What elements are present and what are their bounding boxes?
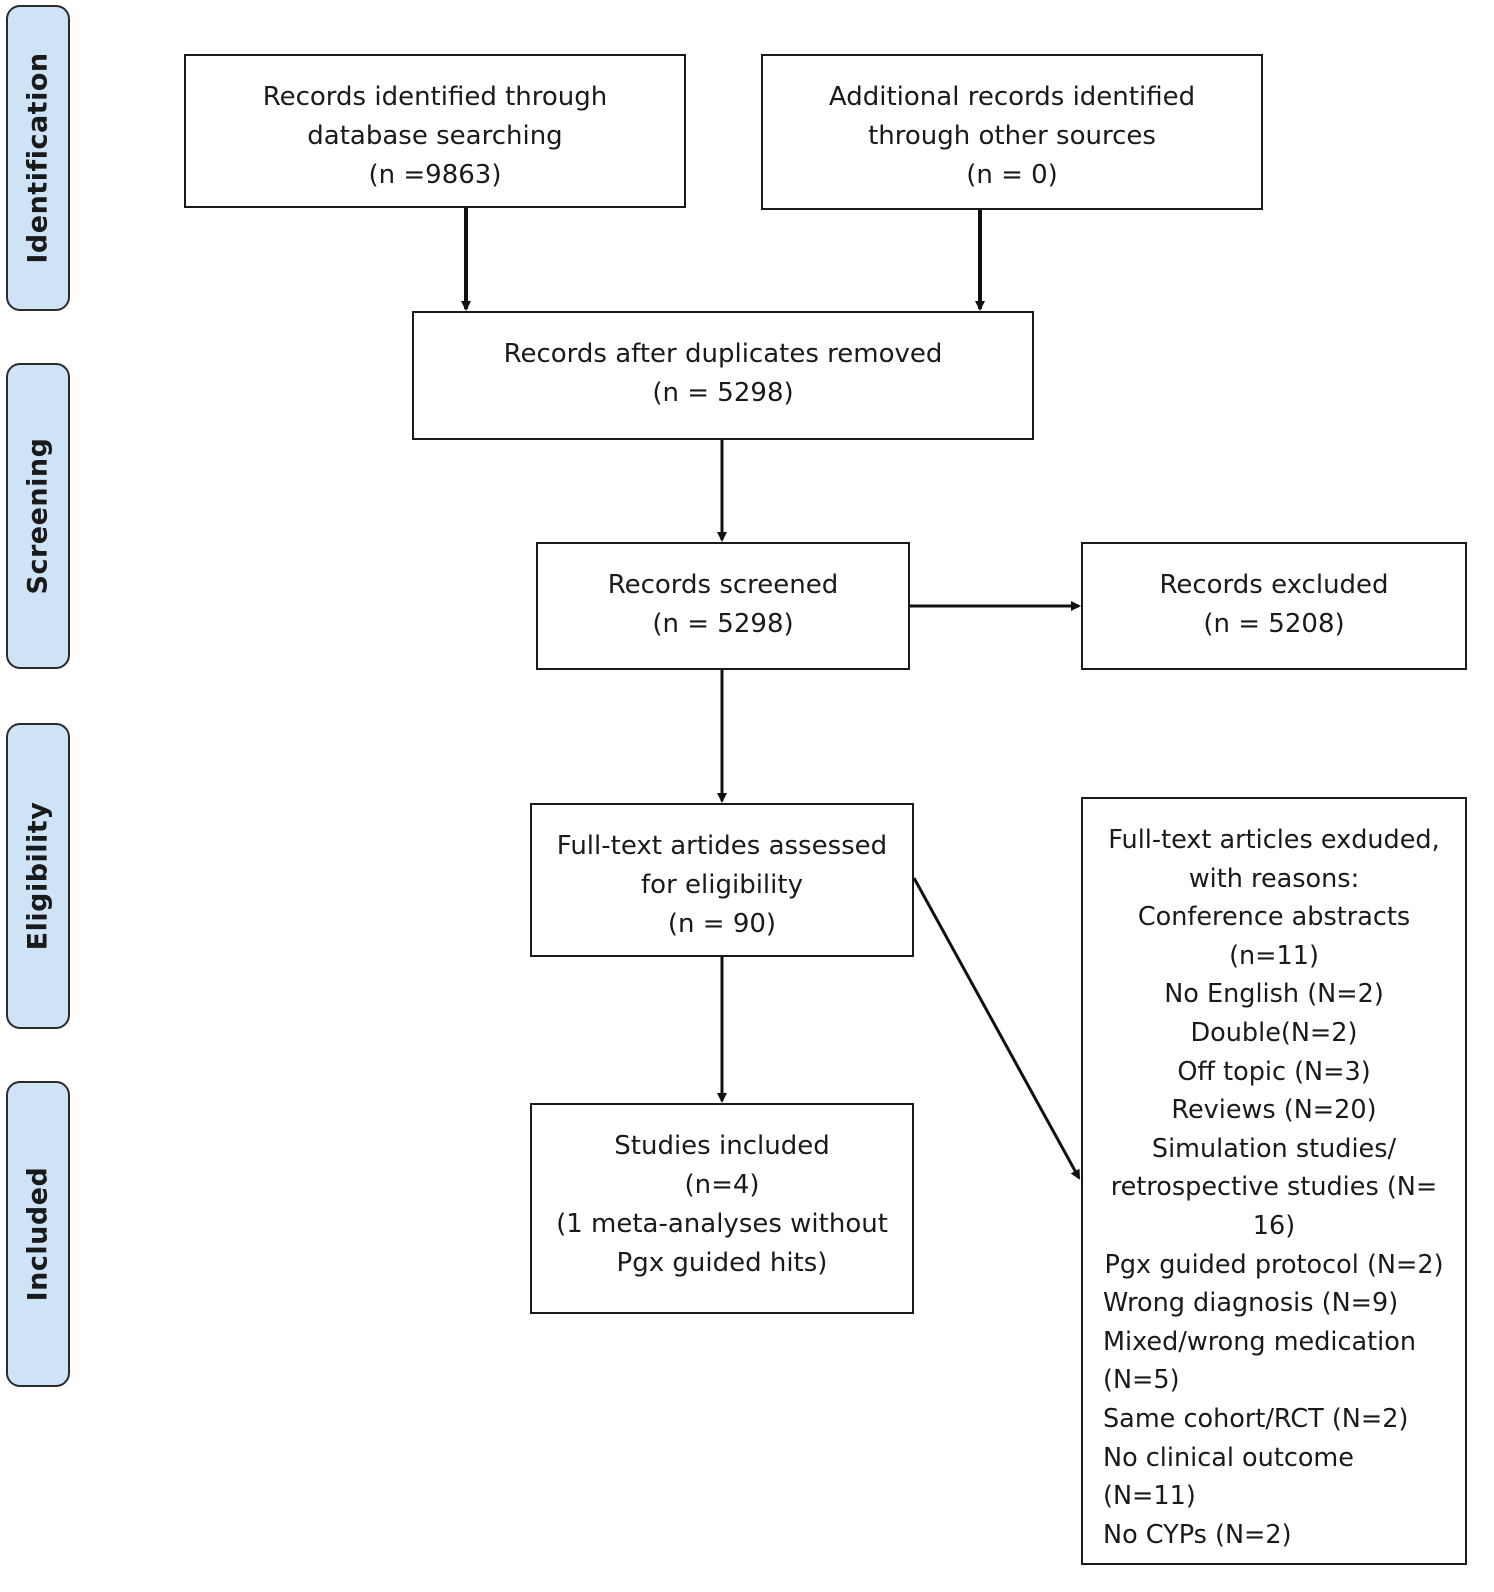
fulltext-assessed-box: Full-text artides assessed for eligibili…: [530, 803, 914, 957]
box-line: (n = 0): [966, 160, 1058, 190]
phase-eligibility: Eligibility: [6, 723, 70, 1029]
box-line: through other sources: [868, 121, 1156, 151]
box-line: Wrong diagnosis (N=9): [1103, 1288, 1399, 1319]
box-line: (n =9863): [368, 160, 502, 190]
box-line: (n = 5298): [652, 609, 794, 639]
box-line: (1 meta-analyses without: [556, 1209, 888, 1239]
box-line: Records screened: [607, 570, 839, 600]
box-line: (n=11): [1229, 940, 1319, 971]
fulltext-excluded-box: Full-text articles exduded, with reasons…: [1081, 797, 1467, 1565]
box-line: (n=4): [684, 1170, 760, 1200]
arrow-fulltext-to-excluded: [912, 877, 1081, 1180]
box-line: (N=5): [1103, 1365, 1180, 1396]
box-line: Off topic (N=3): [1177, 1056, 1371, 1087]
box-line: Records excluded: [1159, 570, 1389, 600]
box-line: Records after duplicates removed: [503, 339, 943, 369]
box-line: Mixed/wrong medication: [1103, 1326, 1416, 1357]
phase-included: Included: [6, 1081, 70, 1387]
box-line: retrospective studies (N=: [1110, 1172, 1438, 1203]
box-line: database searching: [307, 121, 563, 151]
studies-included-box: Studies included (n=4) (1 meta-analyses …: [530, 1103, 914, 1314]
box-line: (n = 90): [667, 909, 777, 939]
box-line: with reasons:: [1188, 863, 1360, 894]
box-line: Double(N=2): [1190, 1017, 1358, 1048]
box-line: Studies included: [614, 1131, 830, 1161]
box-line: No English (N=2): [1164, 979, 1384, 1010]
box-line: Full-text articles exduded,: [1108, 825, 1440, 855]
box-line: for eligibility: [641, 870, 803, 900]
after-duplicates-box: Records after duplicates removed (n = 52…: [412, 311, 1034, 440]
box-line: Pgx guided hits): [616, 1248, 828, 1278]
box-line: (n = 5298): [652, 378, 794, 408]
box-line: Simulation studies/: [1151, 1133, 1397, 1164]
database-records-box: Records identified through database sear…: [184, 54, 686, 208]
box-line: Full-text artides assessed: [556, 831, 888, 861]
box-line: (n = 5208): [1203, 609, 1345, 639]
box-line: Same cohort/RCT (N=2): [1103, 1403, 1409, 1434]
box-line: Pgx guided protocol (N=2): [1104, 1249, 1444, 1280]
other-sources-box: Additional records identified through ot…: [761, 54, 1263, 210]
box-line: (N=11): [1103, 1481, 1196, 1512]
records-screened-box: Records screened (n = 5298): [536, 542, 910, 670]
box-line: Conference abstracts: [1137, 902, 1411, 933]
records-excluded-box: Records excluded (n = 5208): [1081, 542, 1467, 670]
box-line: Records identified through: [262, 82, 608, 112]
box-line: No clinical outcome: [1103, 1442, 1354, 1473]
box-line: No CYPs (N=2): [1103, 1519, 1292, 1550]
box-line: Additional records identified: [828, 82, 1196, 112]
phase-screening: Screening: [6, 363, 70, 669]
phase-identification: Identification: [6, 5, 70, 311]
box-line: Reviews (N=20): [1171, 1095, 1377, 1126]
box-line: 16): [1252, 1210, 1296, 1241]
